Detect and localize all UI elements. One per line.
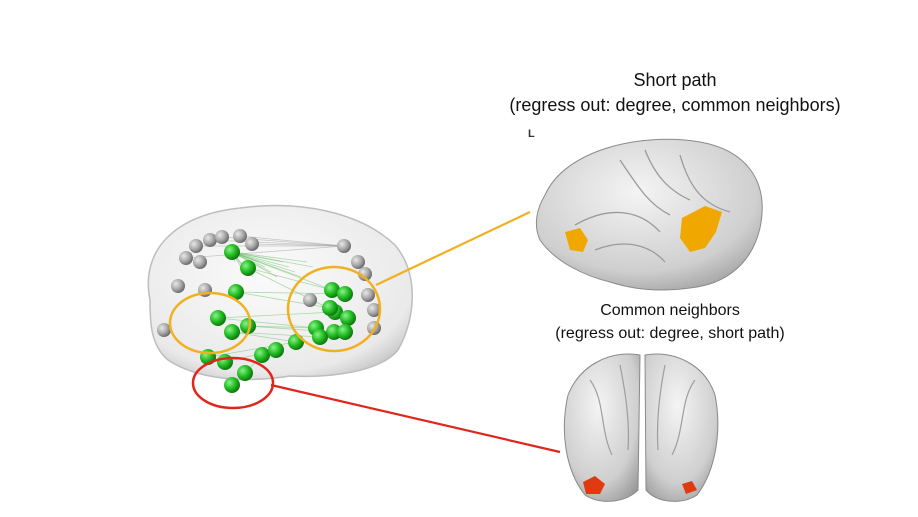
- network-edge: [209, 239, 345, 247]
- network-node-green: [224, 324, 240, 340]
- network-node-gray: [233, 229, 247, 243]
- network-edge: [217, 311, 336, 319]
- short-path-title: Short path: [633, 70, 717, 90]
- network-node-gray: [171, 279, 185, 293]
- network-nodes: [157, 229, 381, 393]
- network-node-green: [240, 260, 256, 276]
- network-node-gray: [157, 323, 171, 337]
- network-node-gray: [179, 251, 193, 265]
- network-node-green: [324, 282, 340, 298]
- activation-occipital-left: [583, 476, 605, 494]
- network-node-gray: [337, 239, 351, 253]
- network-node-green: [237, 365, 253, 381]
- network-node-gray: [351, 255, 365, 269]
- network-node-gray: [358, 267, 372, 281]
- lateral-brain-surface: [535, 138, 763, 291]
- network-edge: [217, 317, 317, 329]
- network-node-gray: [367, 303, 381, 317]
- network-node-green: [326, 324, 342, 340]
- network-edge: [231, 251, 296, 273]
- network-node-gray: [189, 239, 203, 253]
- network-edge: [247, 325, 317, 329]
- network-node-gray: [193, 255, 207, 269]
- common-neighbors-subtitle: (regress out: degree, short path): [555, 325, 785, 342]
- network-node-green: [224, 244, 240, 260]
- orientation-mark: L: [528, 128, 535, 140]
- network-node-green: [228, 284, 244, 300]
- network-node-green: [340, 310, 356, 326]
- network-edge: [231, 251, 314, 268]
- network-edge: [231, 251, 290, 268]
- network-node-green: [312, 329, 328, 345]
- network-node-green: [217, 354, 233, 370]
- posterior-brain-surface: [563, 353, 719, 502]
- callout-ellipse-red: [191, 356, 275, 410]
- connector-line-red: [270, 383, 561, 454]
- network-node-green: [224, 377, 240, 393]
- network-brain: [147, 204, 413, 393]
- activation-temporoparietal: [680, 206, 722, 252]
- network-node-green: [240, 318, 256, 334]
- network-edge: [239, 235, 345, 247]
- callout-ellipse-right-yellow: [286, 265, 382, 353]
- short-path-subtitle: (regress out: degree, common neighbors): [509, 95, 841, 115]
- network-node-green: [210, 310, 226, 326]
- network-node-green: [288, 334, 304, 350]
- connector-line-yellow: [375, 211, 531, 286]
- callout-ellipse-left-yellow: [168, 291, 252, 355]
- network-node-gray: [361, 288, 375, 302]
- network-edge: [251, 243, 345, 247]
- network-node-green: [254, 347, 270, 363]
- network-node-gray: [203, 233, 217, 247]
- network-node-green: [322, 300, 338, 316]
- network-node-green: [337, 324, 353, 340]
- network-edge: [185, 245, 345, 259]
- activation-frontal: [565, 228, 588, 252]
- activation-occipital-right: [682, 481, 697, 494]
- network-node-gray: [215, 230, 229, 244]
- network-node-green: [337, 286, 353, 302]
- network-edge: [231, 331, 297, 343]
- common-neighbors-title: Common neighbors: [600, 302, 740, 319]
- network-node-gray: [245, 237, 259, 251]
- network-node-green: [268, 342, 284, 358]
- network-edge: [231, 251, 333, 291]
- network-edge: [247, 267, 333, 291]
- network-node-gray: [303, 293, 317, 307]
